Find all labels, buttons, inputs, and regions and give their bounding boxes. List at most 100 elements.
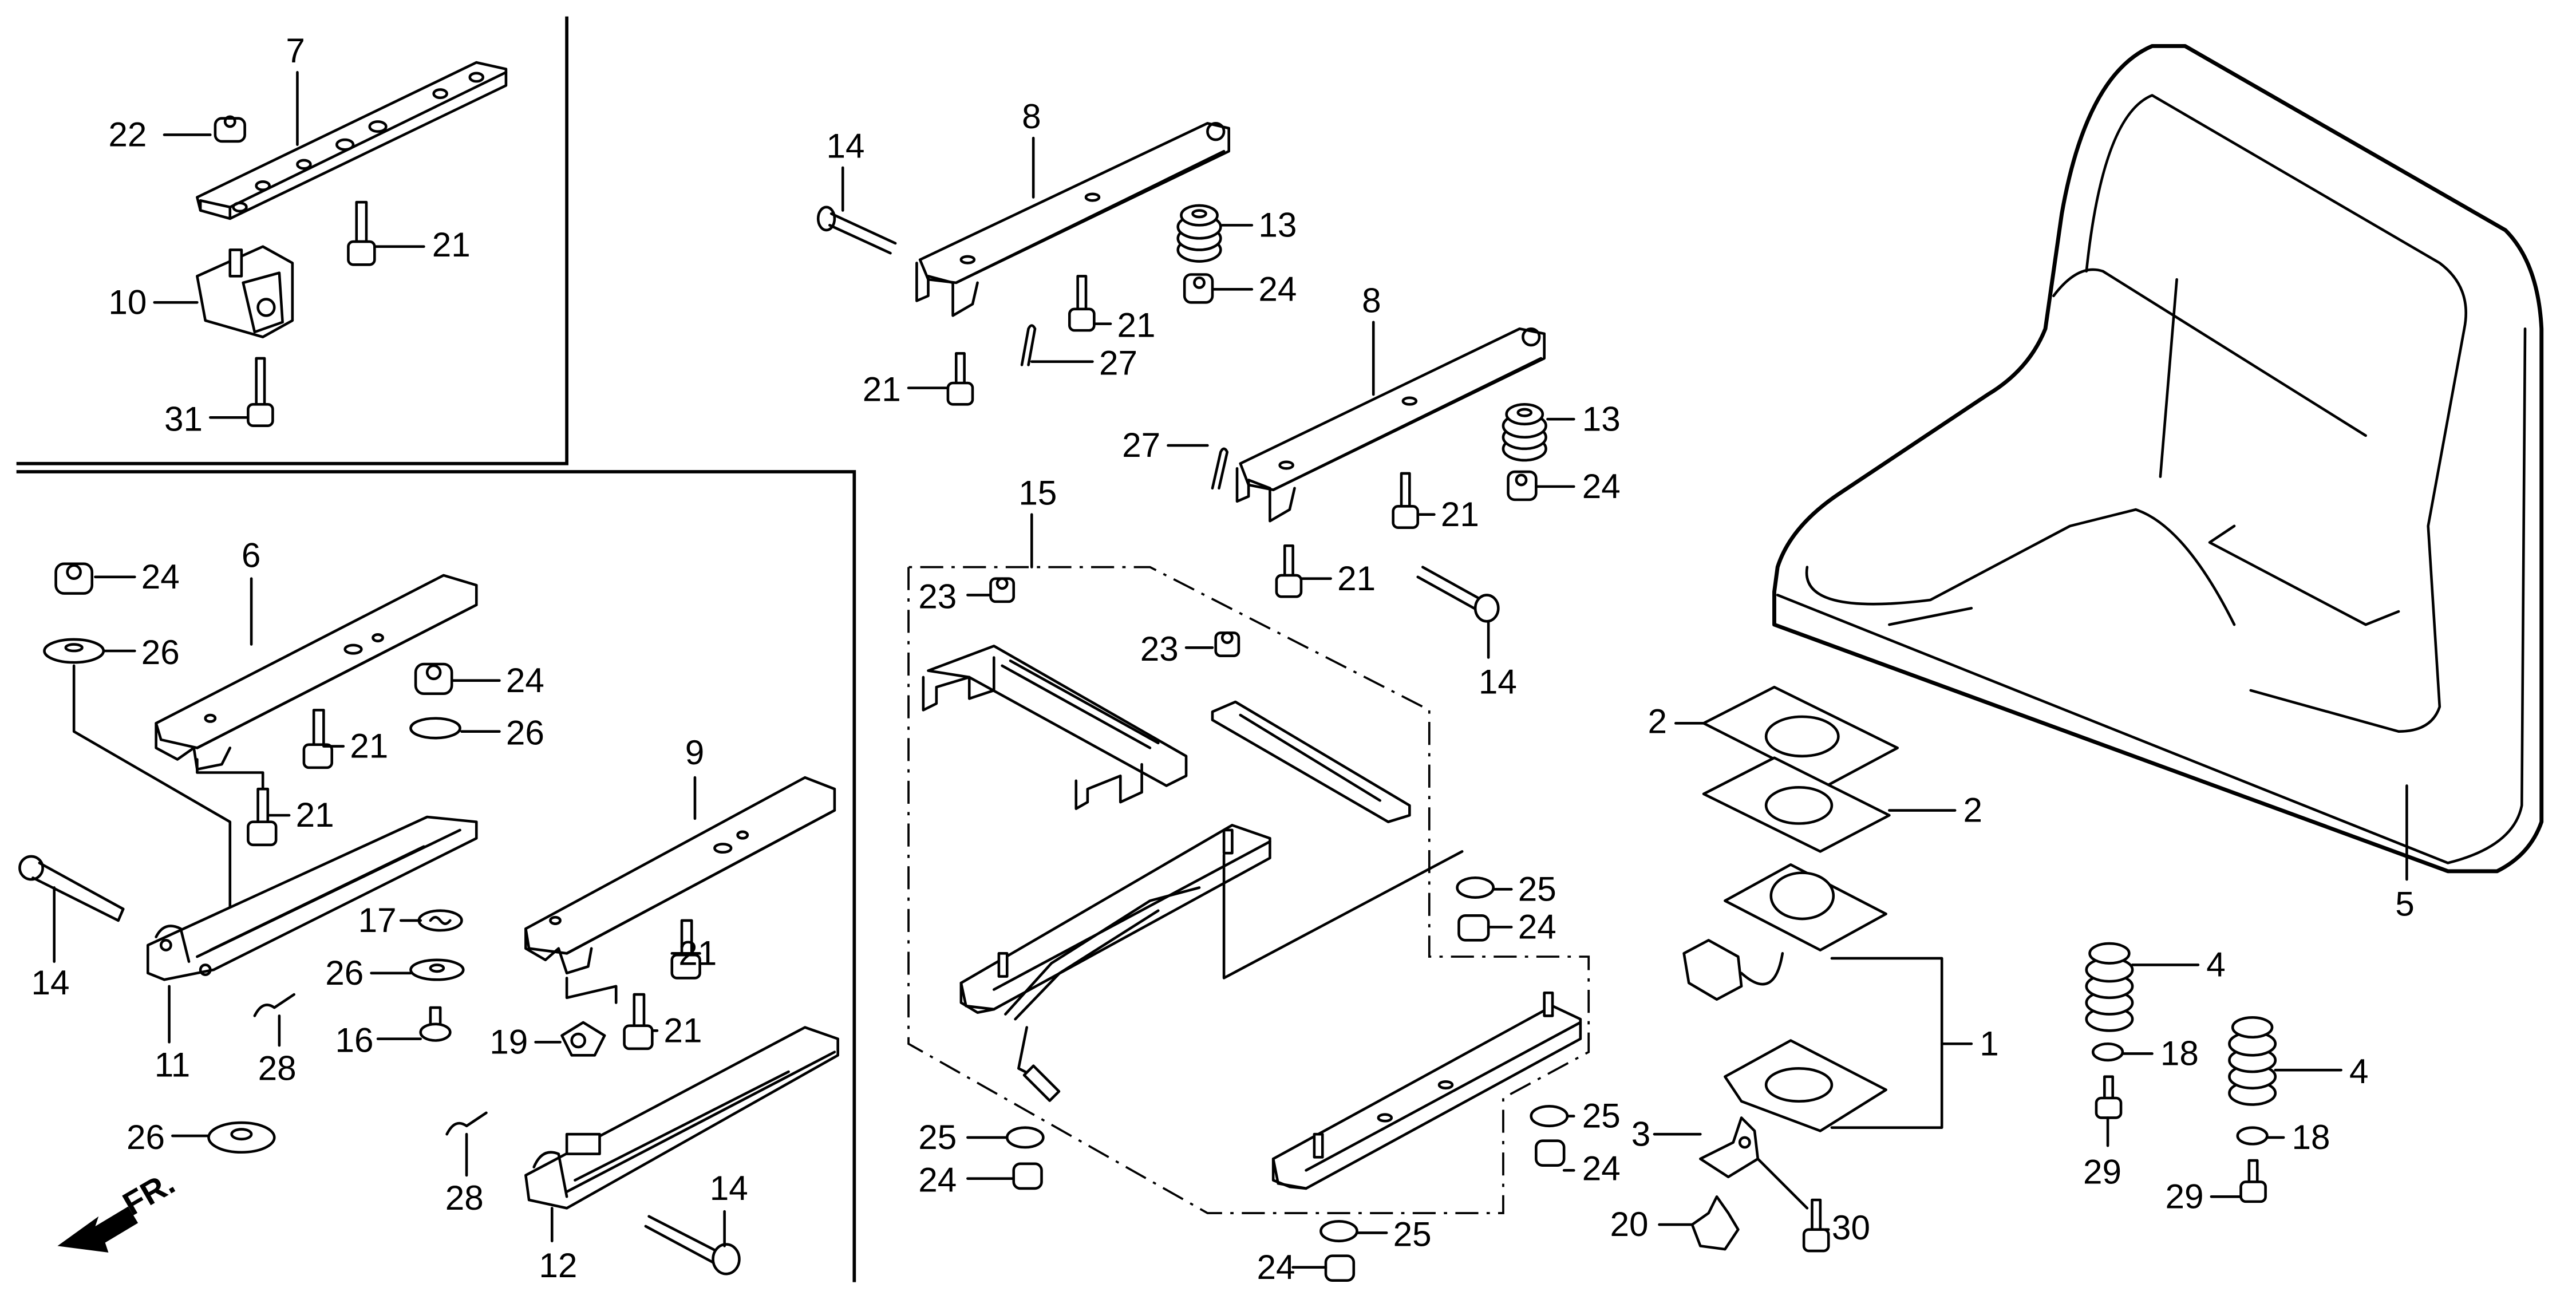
callout-21[interactable]: 21 [1337,559,1376,598]
part-3-bracket[interactable] [1699,1116,1760,1179]
callout-21[interactable]: 21 [1441,495,1479,534]
part-25-washer[interactable] [1005,1126,1045,1149]
callout-20[interactable]: 20 [1610,1205,1649,1243]
part-6-rail[interactable] [155,574,478,771]
callout-14[interactable]: 14 [1479,662,1517,701]
part-24-flange-nut[interactable] [54,562,94,595]
part-29-bolt[interactable] [2095,1075,2123,1119]
part-1-seat-switch[interactable] [1682,863,1943,1132]
callout-21[interactable]: 21 [663,1010,702,1049]
callout-11[interactable]: 11 [155,1045,191,1084]
part-18-washer[interactable] [2091,1042,2124,1062]
callout-27[interactable]: 27 [1122,425,1160,464]
part-21-bolt[interactable] [302,709,334,769]
callout-14[interactable]: 14 [827,127,865,165]
callout-2[interactable]: 2 [1648,702,1668,741]
part-21-bolt[interactable] [670,919,701,980]
part-30-bolt[interactable] [1802,1198,1830,1253]
part-15-bracket-upper[interactable] [922,645,1188,810]
callout-21[interactable]: 21 [678,933,717,972]
callout-24[interactable]: 24 [918,1160,957,1199]
part-15-plate[interactable] [1211,700,1411,823]
part-28-clip[interactable] [445,1111,488,1136]
part-24-flange-nut[interactable] [1012,1162,1043,1190]
callout-26[interactable]: 26 [325,953,364,992]
callout-7[interactable]: 7 [286,31,305,70]
callout-28[interactable]: 28 [258,1048,297,1087]
callout-22[interactable]: 22 [108,115,147,154]
callout-24[interactable]: 24 [506,661,544,700]
callout-15[interactable]: 15 [1018,473,1057,512]
callout-24[interactable]: 24 [1258,269,1297,308]
part-24-flange-nut[interactable] [414,662,453,695]
part-24-flange-nut[interactable] [1324,1254,1356,1282]
part-14-pin[interactable] [18,855,125,922]
callout-21[interactable]: 21 [296,795,334,834]
part-14-pin[interactable] [644,1215,741,1275]
part-24-flange-nut[interactable] [1457,914,1490,942]
callout-26[interactable]: 26 [141,633,180,672]
callout-2[interactable]: 2 [1963,791,1983,830]
part-21-bolt[interactable] [1068,275,1096,332]
part-20-clip[interactable] [1690,1195,1740,1251]
callout-26[interactable]: 26 [506,713,544,752]
part-10-seat-bracket[interactable] [196,245,294,338]
callout-14[interactable]: 14 [710,1168,748,1207]
callout-12[interactable]: 12 [539,1246,577,1285]
part-26-washer[interactable] [207,1121,276,1154]
part-8-seat-stay[interactable] [1235,327,1546,523]
callout-21[interactable]: 21 [350,726,388,765]
callout-4[interactable]: 4 [2206,945,2226,984]
part-13-spring[interactable] [1502,403,1547,462]
part-5-seat[interactable] [1772,44,2544,874]
callout-25[interactable]: 25 [1582,1096,1621,1135]
callout-10[interactable]: 10 [108,282,147,321]
part-21-bolt[interactable] [247,787,278,847]
callout-18[interactable]: 18 [2292,1117,2330,1156]
callout-23[interactable]: 23 [918,576,957,615]
part-18-washer[interactable] [2236,1126,2269,1146]
callout-8[interactable]: 8 [1022,97,1041,136]
part-24-flange-nut[interactable] [1535,1139,1566,1167]
callout-1[interactable]: 1 [1980,1024,1999,1063]
callout-24[interactable]: 24 [1518,907,1556,946]
callout-21[interactable]: 21 [863,370,901,409]
part-16-screw[interactable] [419,1006,452,1042]
callout-19[interactable]: 19 [489,1022,528,1061]
part-25-washer[interactable] [1456,876,1495,899]
callout-27[interactable]: 27 [1099,343,1137,382]
part-21-bolt[interactable] [946,352,974,406]
callout-25[interactable]: 25 [1393,1214,1432,1253]
part-29-bolt[interactable] [2239,1159,2267,1203]
part-24-flange-nut[interactable] [1183,273,1214,304]
callout-29[interactable]: 29 [2083,1152,2121,1191]
part-22-nut[interactable] [214,115,246,143]
callout-17[interactable]: 17 [358,901,397,939]
part-2-gasket[interactable] [1702,756,1891,853]
callout-13[interactable]: 13 [1258,205,1297,244]
callout-21[interactable]: 21 [1117,306,1156,345]
callout-16[interactable]: 16 [335,1021,373,1060]
part-8-seat-stay[interactable] [915,122,1230,317]
part-21-bolt[interactable] [1392,472,1420,529]
callout-30[interactable]: 30 [1832,1208,1870,1247]
part-14-pin[interactable] [816,206,897,255]
callout-24[interactable]: 24 [1582,1149,1621,1188]
callout-21[interactable]: 21 [432,225,471,264]
callout-9[interactable]: 9 [685,733,705,772]
part-4-spring[interactable] [2228,1016,2277,1106]
part-11-rail[interactable] [146,815,478,981]
part-23-nut[interactable] [1214,631,1240,657]
callout-4[interactable]: 4 [2349,1052,2369,1091]
part-28-clip[interactable] [253,993,296,1017]
part-26-washer[interactable] [43,638,105,664]
part-25-washer[interactable] [1530,1105,1569,1128]
part-21-bolt[interactable] [1275,544,1303,598]
part-23-nut[interactable] [989,577,1016,603]
part-24-flange-nut[interactable] [1507,470,1538,501]
part-14-pin[interactable] [1416,566,1500,623]
callout-14[interactable]: 14 [31,963,70,1002]
callout-29[interactable]: 29 [2166,1176,2204,1215]
callout-25[interactable]: 25 [918,1117,957,1156]
part-26-washer[interactable] [409,717,461,740]
